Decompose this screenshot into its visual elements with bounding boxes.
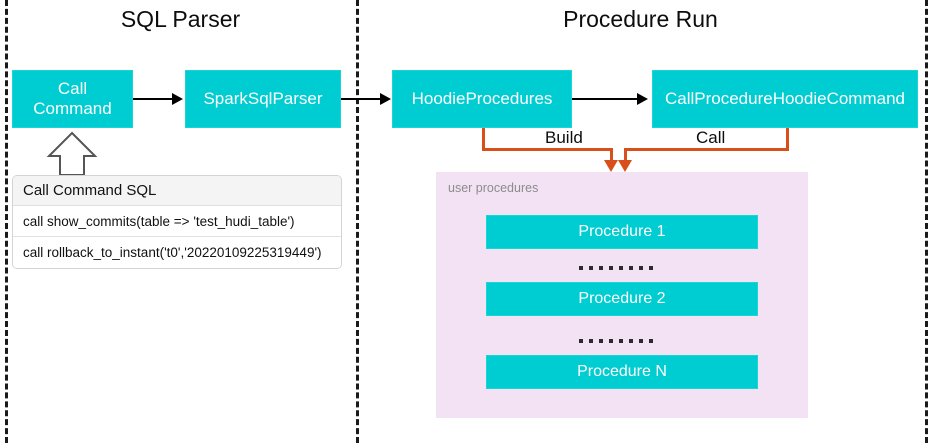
block-arrow-up-icon — [46, 131, 98, 177]
connector-build-arrowhead — [604, 160, 618, 172]
procedure-box-1-label: Procedure 1 — [578, 223, 666, 240]
user-procedures-panel: user procedures Procedure 1 Procedure 2 … — [436, 172, 808, 418]
sql-table-row-1: call show_commits(table => 'test_hudi_ta… — [13, 206, 341, 237]
arrowhead-to-callprocedure — [637, 93, 648, 105]
connector-label-call: Call — [696, 128, 726, 147]
ellipsis-dots-1 — [579, 266, 653, 270]
node-hoodieprocedures-label: HoodieProcedures — [411, 89, 553, 109]
sql-table-row-2: call rollback_to_instant('t0','202201092… — [13, 237, 341, 268]
section-title-sql-parser: SQL Parser — [120, 6, 241, 32]
connector-call-segment-vertical-right — [786, 128, 789, 150]
node-callprocedurehoodiecommand[interactable]: CallProcedureHoodieCommand — [652, 70, 918, 128]
node-sparksqlparser-label: SparkSqlParser — [203, 89, 323, 109]
node-sparksqlparser[interactable]: SparkSqlParser — [185, 70, 341, 128]
node-call-command-label-line1: Call — [57, 79, 88, 99]
divider-left — [5, 0, 8, 443]
arrow-sparksqlparser-to-hoodieprocedures — [341, 98, 382, 100]
arrowhead-to-hoodieprocedures — [380, 93, 391, 105]
ellipsis-dots-2 — [579, 339, 653, 343]
arrow-hoodieprocedures-to-callprocedure — [572, 98, 638, 100]
procedure-box-1[interactable]: Procedure 1 — [486, 215, 758, 249]
call-command-sql-table: Call Command SQL call show_commits(table… — [12, 175, 342, 269]
arrow-call-command-to-sparksqlparser — [133, 98, 173, 100]
procedure-box-2-label: Procedure 2 — [578, 290, 666, 307]
sql-table-header: Call Command SQL — [13, 176, 341, 206]
node-hoodieprocedures[interactable]: HoodieProcedures — [392, 70, 572, 128]
user-procedures-caption: user procedures — [448, 181, 539, 195]
procedure-box-n-label: Procedure N — [577, 363, 667, 380]
divider-middle — [356, 0, 359, 443]
connector-build-segment-vertical-right — [610, 148, 613, 164]
connector-call-segment-horizontal — [624, 148, 789, 151]
divider-right — [925, 0, 928, 443]
node-call-command-label-line2: Command — [33, 99, 112, 118]
procedure-box-2[interactable]: Procedure 2 — [486, 282, 758, 316]
connector-build-segment-vertical-left — [482, 128, 485, 150]
connector-label-build: Build — [545, 128, 583, 147]
node-callprocedurehoodiecommand-label: CallProcedureHoodieCommand — [664, 89, 905, 109]
section-title-procedure-run: Procedure Run — [563, 6, 718, 32]
arrowhead-to-sparksqlparser — [172, 93, 183, 105]
connector-build-segment-horizontal — [482, 148, 612, 151]
procedure-box-n[interactable]: Procedure N — [486, 355, 758, 389]
connector-call-arrowhead — [618, 160, 632, 172]
node-call-command[interactable]: Call Command — [12, 70, 133, 128]
connector-call-segment-vertical-left — [624, 148, 627, 164]
